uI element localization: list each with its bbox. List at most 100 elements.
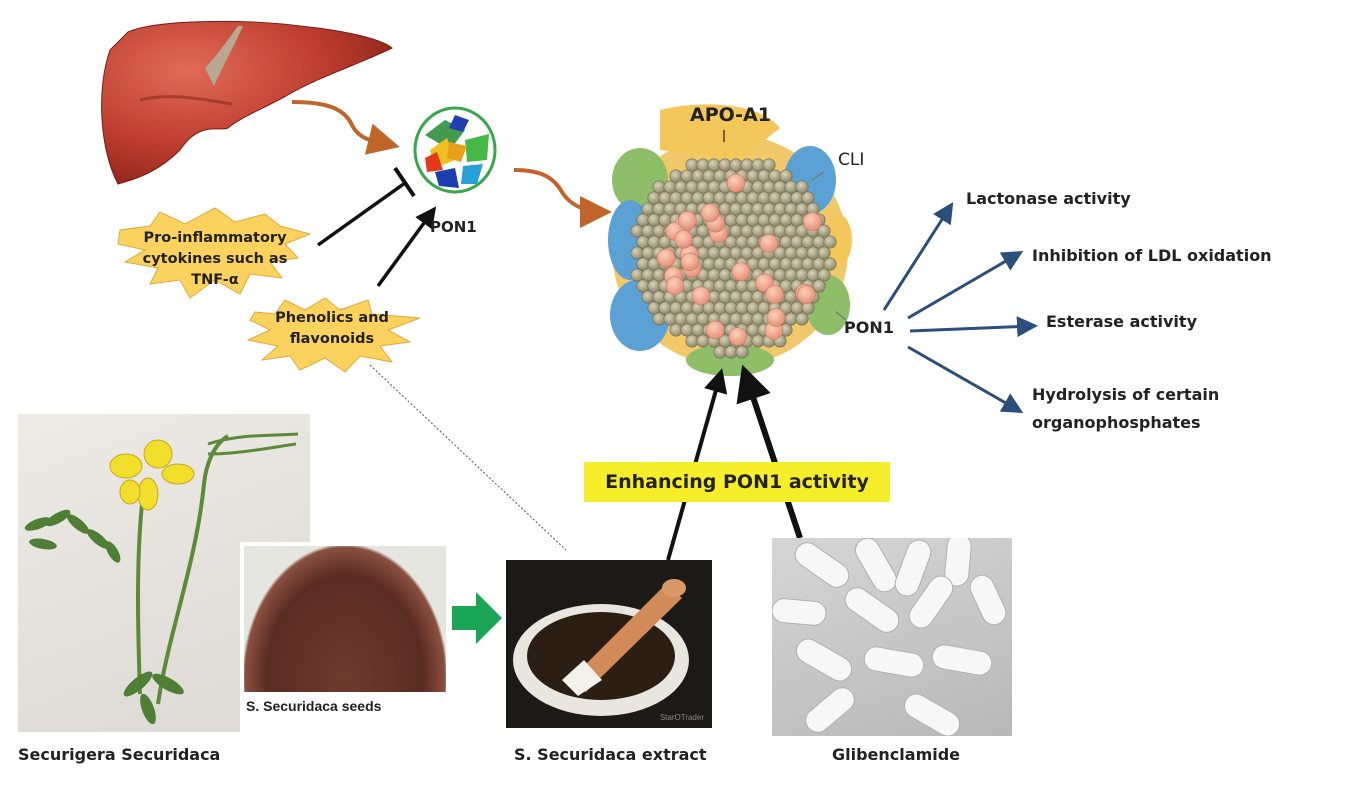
lipid-sphere [740,290,754,304]
cli-label: CLI [838,150,865,170]
cholesterol-sphere [678,211,697,230]
lipid-sphere [812,257,826,271]
lipid-sphere [636,279,650,293]
lipid-sphere [729,202,743,216]
lipid-sphere [663,202,677,216]
lipid-sphere [751,202,765,216]
cholesterol-sphere [700,203,720,223]
lipid-sphere [735,345,749,359]
cholesterol-sphere [759,234,779,253]
lipid-sphere [652,202,666,216]
arrow-lactonase [882,201,954,311]
liver-icon [101,20,393,185]
lipid-sphere [669,323,683,337]
inhibition-arrow [316,166,416,247]
lipid-sphere [724,279,738,293]
lipid-sphere [630,224,644,238]
plant-caption: Securigera Securidaca [18,745,221,764]
lipid-sphere [801,191,815,205]
lipid-sphere [757,257,771,271]
lipid-sphere [685,334,699,348]
glibenclamide-photo [772,538,1012,736]
lipid-sphere [652,312,666,326]
activation-arrow [376,206,437,288]
lipid-sphere [751,224,765,238]
lipid-sphere [740,202,754,216]
lipid-sphere [696,334,710,348]
lipid-sphere [751,290,765,304]
hydrolysis-line-2: organophosphates [1032,413,1201,432]
lipid-sphere [707,158,721,172]
extract-watermark: StarOTrader [659,713,704,722]
lipid-sphere [669,191,683,205]
lipid-sphere [746,213,760,227]
lipid-sphere [768,169,782,183]
lipid-sphere [779,191,793,205]
lipid-sphere [696,246,710,260]
lipid-sphere [685,158,699,172]
lipid-sphere [718,158,732,172]
lipid-sphere [724,213,738,227]
lipid-sphere [718,290,732,304]
lipid-sphere [647,301,661,315]
lipid-sphere [757,301,771,315]
lipid-sphere [696,158,710,172]
extract-caption: S. Securidaca extract [514,745,707,764]
glibenclamide-caption: Glibenclamide [832,745,961,764]
cholesterol-sphere [674,229,693,249]
secretion-arrow [291,100,400,155]
cytokine-text: Pro-inflammatory cytokines such as TNF-α [120,228,310,291]
lipid-sphere [680,169,694,183]
lipid-sphere [658,301,672,315]
pon1-pointer [835,311,847,321]
lipid-sphere [630,246,644,260]
lipid-sphere [729,312,743,326]
cytokine-burst [117,207,312,299]
lipid-sphere [817,224,831,238]
lipid-sphere [746,191,760,205]
hdl-particle-icon [608,104,852,376]
lipid-sphere [784,224,798,238]
lipid-sphere [773,180,787,194]
drug-enhance-arrow [736,364,803,539]
pon1-protein-label: PON1 [430,218,477,236]
lipid-sphere [746,235,760,249]
cholesterol-sphere [765,285,784,304]
lipid-sphere [713,191,727,205]
cholesterol-sphere [797,285,816,304]
function-arrows [882,201,1038,413]
lipid-sphere [795,180,809,194]
phenolics-line-2: flavonoids [289,331,375,347]
lipid-sphere [735,235,749,249]
green-process-arrow [452,592,502,644]
lipid-sphere [707,180,721,194]
lipid-sphere [641,224,655,238]
lipid-sphere [685,180,699,194]
lipid-sphere [779,257,793,271]
lipid-sphere [768,257,782,271]
lipid-sphere [740,224,754,238]
lipid-sphere [724,301,738,315]
lipid-sphere [674,180,688,194]
lipid-sphere [795,246,809,260]
cholesterol-sphere [803,212,822,231]
lipid-sphere [751,180,765,194]
cytokine-line-2: cytokines such as [142,251,288,267]
lipid-sphere [790,235,804,249]
arrow-hydrolysis [907,345,1024,413]
lipid-sphere [779,213,793,227]
lipid-sphere [784,180,798,194]
lipid-sphere [795,268,809,282]
lipid-sphere [740,312,754,326]
lipid-sphere [746,301,760,315]
lipid-sphere [718,202,732,216]
cholesterol-sphere [766,308,786,327]
lipid-sphere [757,169,771,183]
lipid-sphere [773,224,787,238]
lipid-sphere [724,191,738,205]
source-link-dotted [369,364,567,551]
hdl-pon1-label: PON1 [844,318,894,337]
lipid-sphere [806,268,820,282]
lipid-sphere [713,279,727,293]
lipid-sphere [729,224,743,238]
